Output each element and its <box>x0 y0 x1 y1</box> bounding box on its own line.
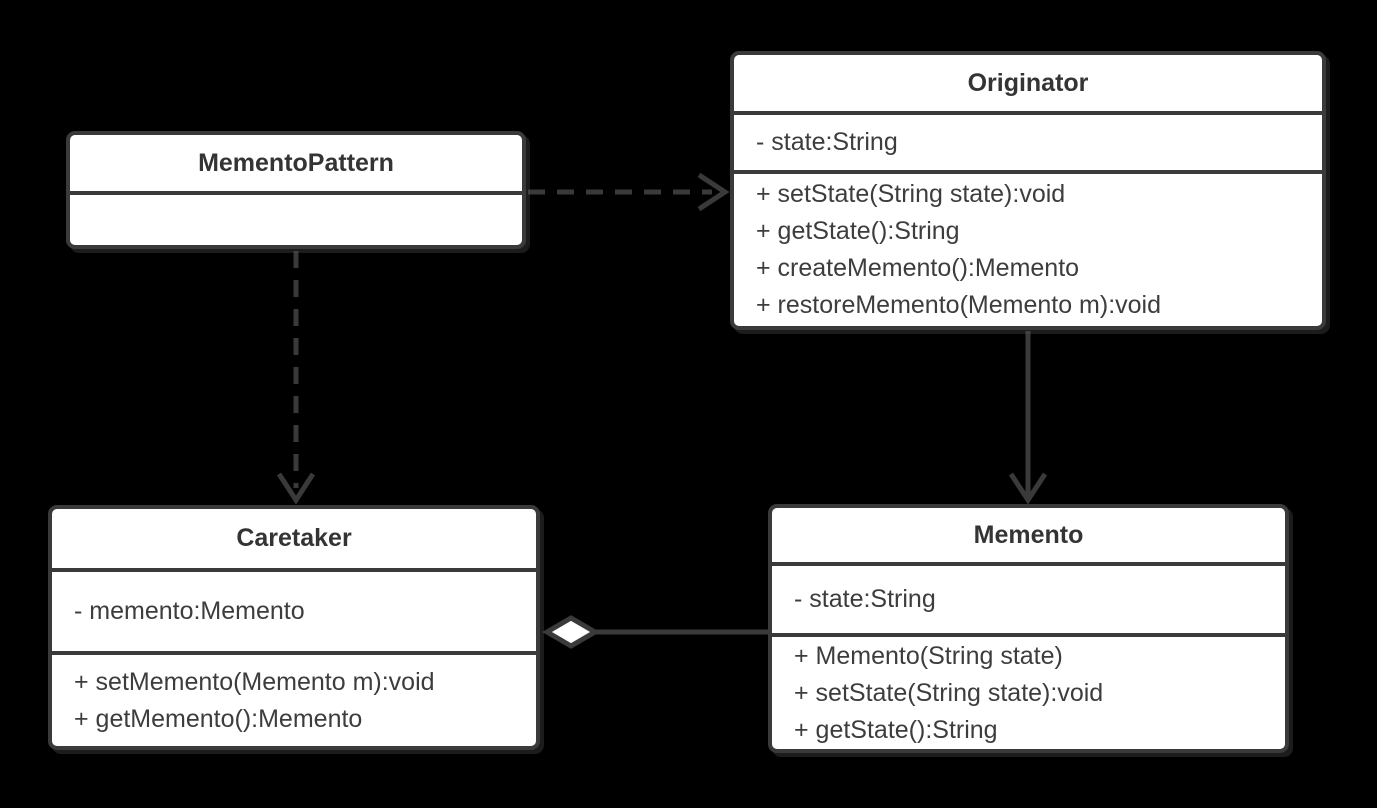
class-title-caretaker: Caretaker <box>52 509 536 572</box>
class-methods-caretaker: + setMemento(Memento m):void + getMement… <box>52 655 536 746</box>
relationship-originator-memento-association <box>1008 331 1048 505</box>
class-box-originator: Originator - state:String + setState(Str… <box>730 51 1326 330</box>
relationship-mementopattern-originator-dependency <box>528 172 730 212</box>
class-methods-memento: + Memento(String state) + setState(Strin… <box>772 637 1285 749</box>
method-line: + getState():String <box>756 217 960 245</box>
attribute-line: - state:String <box>756 128 898 156</box>
class-title-mementopattern: MementoPattern <box>70 135 522 195</box>
relationship-mementopattern-caretaker-dependency <box>276 251 316 505</box>
method-line: + setState(String state):void <box>794 678 1104 707</box>
method-line: + getState():String <box>794 715 998 744</box>
method-line: + Memento(String state) <box>794 641 1063 670</box>
attribute-line: - state:String <box>794 585 936 613</box>
method-line: + createMemento():Memento <box>756 254 1080 282</box>
class-methods-originator: + setState(String state):void + getState… <box>734 174 1322 326</box>
attribute-line: - memento:Memento <box>74 597 305 625</box>
method-line: + getMemento():Memento <box>74 704 363 733</box>
class-attributes-originator: - state:String <box>734 115 1322 174</box>
class-title-originator: Originator <box>734 55 1322 115</box>
class-box-mementopattern: MementoPattern <box>66 131 526 249</box>
class-attributes-caretaker: - memento:Memento <box>52 572 536 655</box>
class-box-memento: Memento - state:String + Memento(String … <box>768 504 1289 753</box>
method-line: + setMemento(Memento m):void <box>74 667 435 696</box>
relationship-caretaker-memento-aggregation <box>542 615 768 649</box>
class-attributes-memento: - state:String <box>772 566 1285 637</box>
method-line: + setState(String state):void <box>756 180 1066 208</box>
class-box-caretaker: Caretaker - memento:Memento + setMemento… <box>48 505 540 750</box>
class-body-mementopattern-empty <box>70 195 522 245</box>
method-line: + restoreMemento(Memento m):void <box>756 291 1162 319</box>
class-title-memento: Memento <box>772 508 1285 566</box>
